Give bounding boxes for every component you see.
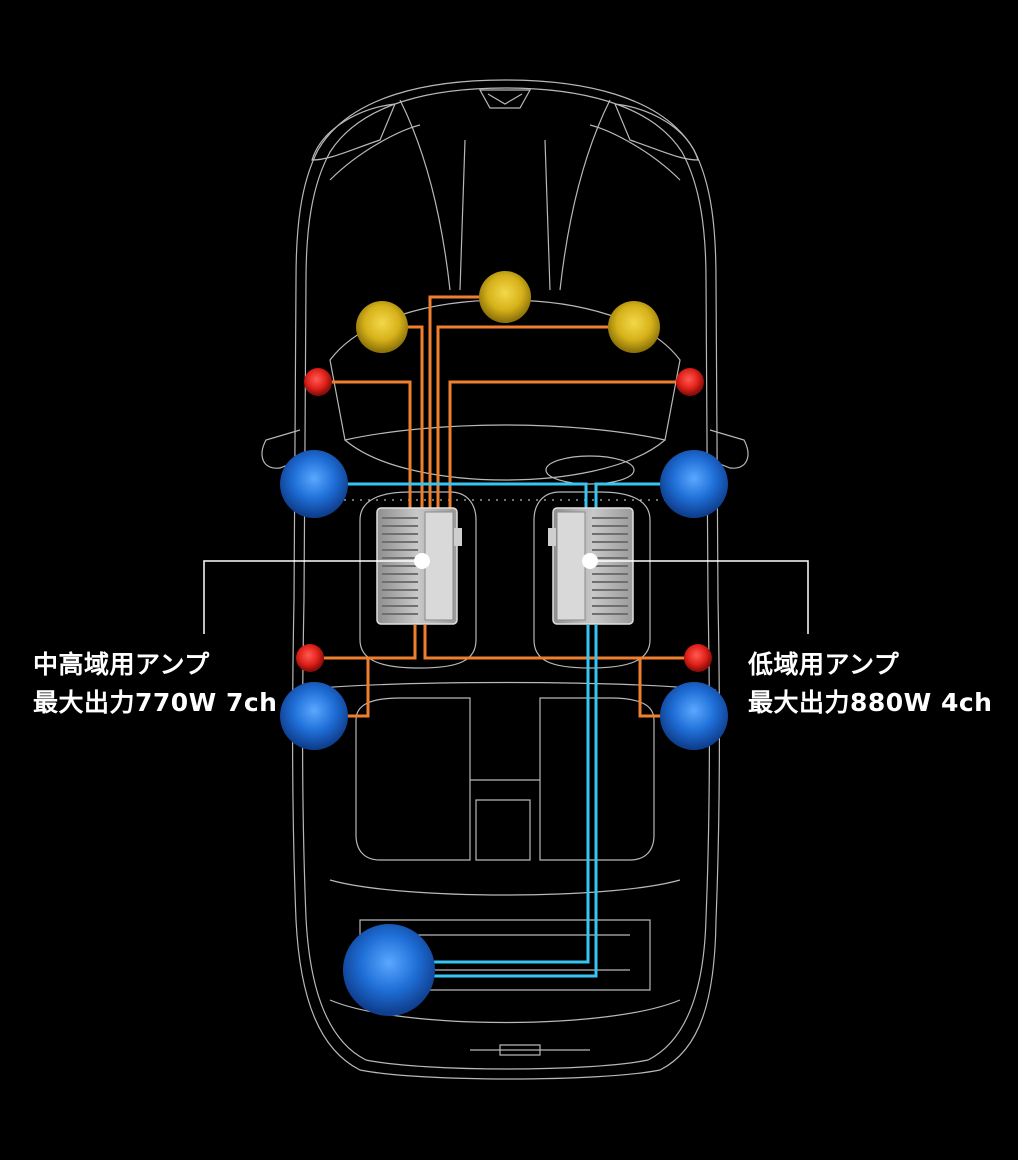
amplifier-left (376, 507, 462, 625)
low-amp-label: 低域用アンプ 最大出力880W 4ch (748, 646, 992, 722)
midrange-speaker-rear-left (296, 644, 324, 672)
woofer-speaker-rear-left (280, 682, 348, 750)
tweeter-speaker-center (479, 271, 531, 323)
midrange-speaker-front-left (304, 368, 332, 396)
low-amp-output: 最大出力880W 4ch (748, 688, 993, 717)
midrange-speaker-rear-right (684, 644, 712, 672)
subwoofer-speaker (343, 924, 435, 1016)
midhigh-amp-title: 中高域用アンプ (33, 650, 210, 679)
midhigh-amp-label: 中高域用アンプ 最大出力770W 7ch (33, 646, 277, 722)
car-outline (261, 79, 749, 1080)
cyan-wires (314, 482, 694, 978)
low-amp-title: 低域用アンプ (748, 650, 900, 679)
tweeter-speaker-left (356, 301, 408, 353)
orange-wires (310, 295, 698, 718)
callout-dot-left (414, 553, 430, 569)
woofer-speaker-front-right (660, 450, 728, 518)
midhigh-amp-output: 最大出力770W 7ch (33, 688, 278, 717)
woofer-speaker-front-left (280, 450, 348, 518)
callout-dot-right (582, 553, 598, 569)
callout-lines (203, 560, 809, 634)
woofer-speaker-rear-right (660, 682, 728, 750)
tweeter-speaker-right (608, 301, 660, 353)
midrange-speaker-front-right (676, 368, 704, 396)
